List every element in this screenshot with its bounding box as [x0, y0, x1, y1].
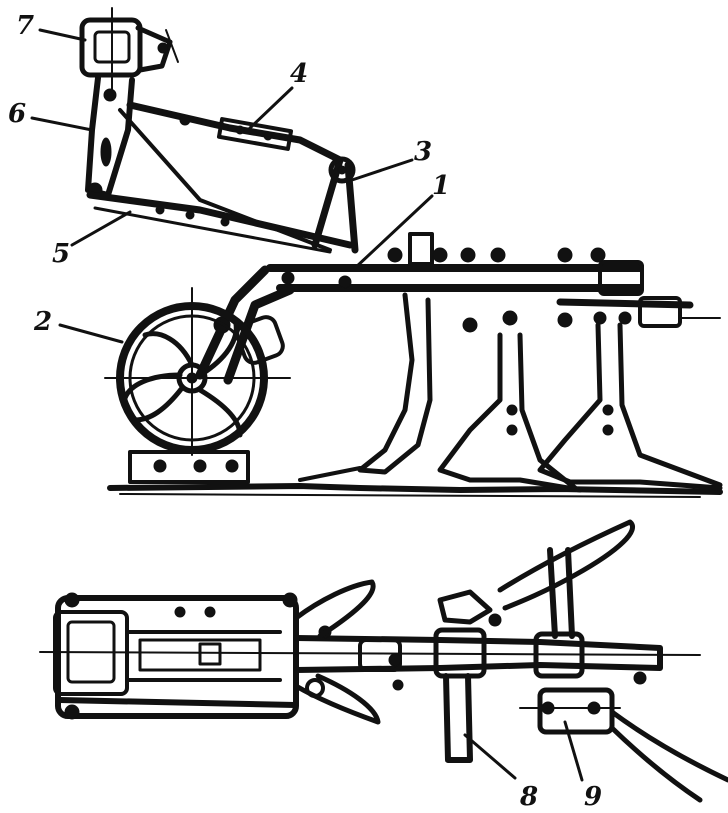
- callout-7: 7: [16, 11, 34, 41]
- callout-5: 5: [52, 239, 70, 269]
- plan-beam: [39, 613, 701, 691]
- plough-body-3: [537, 322, 723, 491]
- plan-carriage: [53, 592, 299, 720]
- plough-body-2: [437, 332, 583, 493]
- side-view: 7 6 5 4 3 1 2: [8, 7, 723, 498]
- plough-body-1: [298, 292, 433, 482]
- hitch-link: [85, 75, 135, 198]
- leader-lines-side: [30, 28, 434, 344]
- hitch-head: [79, 7, 179, 96]
- lower-link: [86, 191, 354, 254]
- callout-3: 3: [414, 137, 432, 167]
- beam-bolts: [387, 247, 632, 333]
- main-beam: [266, 232, 721, 333]
- callout-2: 2: [33, 307, 52, 337]
- support-wheel: [104, 287, 291, 484]
- leader-lines-plan: [463, 720, 584, 782]
- plan-front-blades: [293, 579, 381, 725]
- callout-6: 6: [8, 99, 26, 129]
- top-link: [118, 101, 344, 252]
- mast: [311, 156, 359, 254]
- ground-line: [107, 483, 723, 498]
- plan-plough-body-9: [519, 687, 728, 803]
- callout-9: 9: [584, 782, 602, 812]
- callout-1: 1: [432, 171, 450, 201]
- callout-4: 4: [290, 59, 308, 89]
- plan-view: 8 9: [39, 519, 728, 812]
- callout-8: 8: [519, 782, 538, 812]
- plan-plough-body-8: [437, 519, 635, 763]
